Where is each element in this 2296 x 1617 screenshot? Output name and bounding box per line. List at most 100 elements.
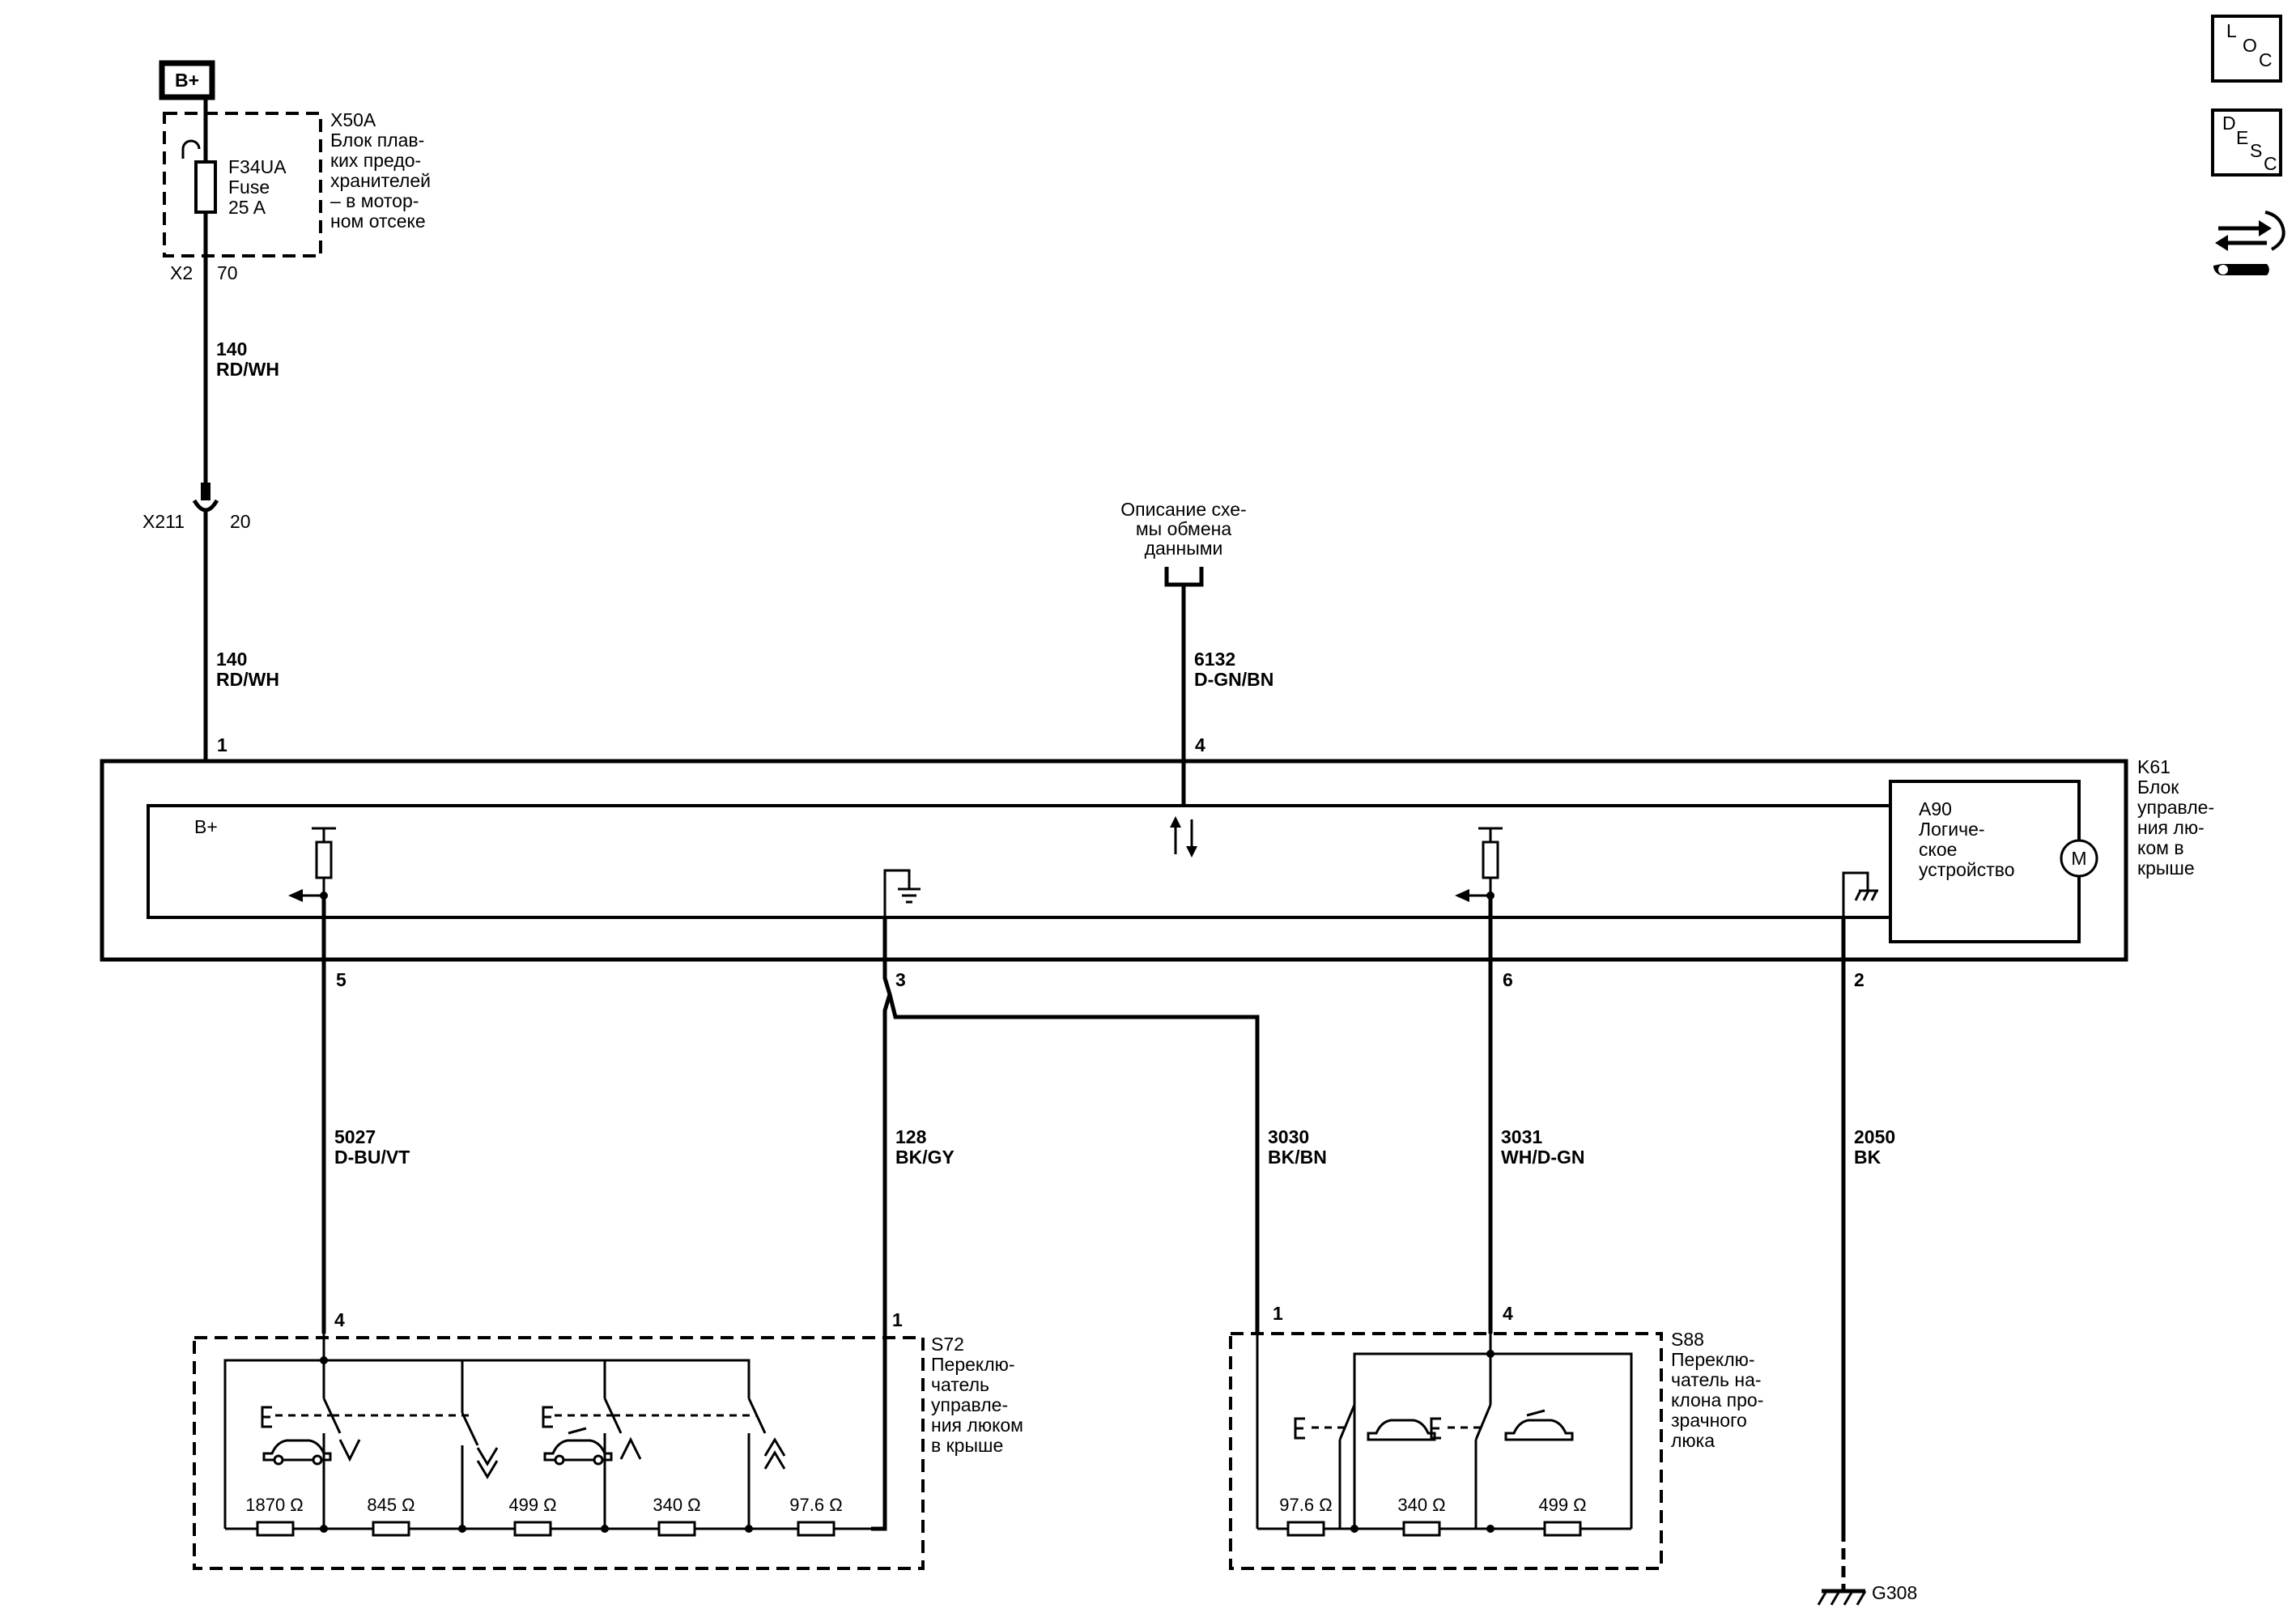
desc-letter-e: E — [2236, 127, 2248, 148]
module-k61-desc-1: Блок — [2137, 777, 2179, 798]
s72-id: S72 — [931, 1334, 964, 1355]
module-k61-desc-3: ния лю- — [2137, 817, 2205, 838]
wire-3030-number: 3030 — [1268, 1126, 1309, 1147]
bidirectional-data-arrow-icon — [1170, 816, 1197, 857]
s72-pin-a: 4 — [334, 1309, 345, 1330]
s72-resistor-label-2: 845 Ω — [367, 1495, 415, 1515]
s72-resistor-label-5: 97.6 Ω — [789, 1495, 842, 1515]
module-k61-desc-2: управле- — [2137, 797, 2214, 818]
fuse-rating: 25 A — [228, 197, 266, 218]
s88-resistor-label-2: 340 Ω — [1397, 1495, 1445, 1515]
s88-resistor-label-3: 499 Ω — [1538, 1495, 1586, 1515]
module-bplus-label: B+ — [194, 816, 218, 837]
module-k61-id: K61 — [2137, 756, 2171, 777]
s72-desc-1: Переклю- — [931, 1354, 1015, 1375]
wire-3031-color: WH/D-GN — [1501, 1147, 1584, 1168]
s88-pin-a: 1 — [1273, 1303, 1283, 1324]
wire-2050-number: 2050 — [1854, 1126, 1895, 1147]
ground-g308: G308 — [1817, 1582, 1917, 1606]
wire-128-color: BK/GY — [895, 1147, 955, 1168]
logic-unit-a90: A90 Логиче- ское устройство M — [1919, 798, 2098, 880]
s72-desc-4: ния люком — [931, 1415, 1023, 1436]
car-vent-icon — [543, 1427, 613, 1466]
desc-button[interactable]: D E S C — [2211, 109, 2282, 177]
connector-repair-icon[interactable] — [2213, 211, 2285, 275]
car-tilt-up-icon — [1504, 1409, 1574, 1441]
signal-ground-pin3-icon — [883, 869, 921, 917]
desc-letter-s: S — [2250, 140, 2262, 161]
connector-x211-pin: 20 — [230, 511, 251, 532]
s88-desc-1: Переклю- — [1671, 1349, 1755, 1370]
open-chevron-icon — [619, 1436, 642, 1460]
fuse-block-desc-1: Блок плав- — [330, 130, 424, 151]
motor-label: M — [2071, 848, 2086, 869]
wire-3030-color: BK/BN — [1268, 1147, 1327, 1168]
loc-letter-l: L — [2226, 20, 2237, 41]
s72-resistor-label-4: 340 Ω — [653, 1495, 700, 1515]
chassis-ground-pin2-icon — [1842, 871, 1878, 917]
data-link-label-3: данными — [1145, 538, 1223, 559]
pullup-resistor-pin5-icon — [288, 827, 336, 902]
fuse-type: Fuse — [228, 177, 270, 198]
pullup-resistor-pin6-icon — [1455, 827, 1503, 902]
fuse-block-connector: X2 — [170, 262, 193, 283]
data-link-label-1: Описание схе- — [1120, 499, 1246, 520]
switch-s72: 4 1 S72 Переклю- чатель управле- ния люк… — [193, 1309, 1023, 1570]
s72-desc-5: в крыше — [931, 1435, 1003, 1456]
module-k61: K61 Блок управле- ния лю- ком в крыше B+… — [100, 734, 2214, 990]
loc-letter-c: C — [2259, 49, 2273, 70]
logic-id: A90 — [1919, 798, 1952, 819]
resistor-499-s88 — [1543, 1521, 1582, 1537]
resistor-97-6-s88 — [1286, 1521, 1325, 1537]
wire-3030: 3030 BK/BN — [887, 994, 1327, 1334]
s72-resistor-label-1: 1870 Ω — [245, 1495, 304, 1515]
fuse-block-desc-3: хранителей — [330, 170, 431, 191]
wire-128-number: 128 — [895, 1126, 927, 1147]
s88-desc-3: клона про- — [1671, 1389, 1763, 1411]
wire-140-number-top: 140 — [216, 338, 247, 360]
module-pin-5: 5 — [336, 969, 347, 990]
s88-desc-4: зрачного — [1671, 1410, 1747, 1431]
resistor-97-6 — [797, 1521, 835, 1537]
resistor-845 — [372, 1521, 410, 1537]
fuse-name: F34UA — [228, 156, 287, 177]
wire-2050-color: BK — [1854, 1147, 1881, 1168]
s88-resistor-label-1: 97.6 Ω — [1279, 1495, 1332, 1515]
fuse-block-id: X50A — [330, 109, 376, 130]
module-pin-3: 3 — [895, 969, 906, 990]
wire-5027-number: 5027 — [334, 1126, 376, 1147]
wire-140-color-top: RD/WH — [216, 359, 279, 380]
wire-140-number-bottom: 140 — [216, 649, 247, 670]
wire-128: 128 BK/GY — [871, 917, 955, 1531]
logic-desc-3: устройство — [1919, 859, 2015, 880]
module-k61-desc-5: крыше — [2137, 857, 2195, 879]
resistor-1870 — [256, 1521, 295, 1537]
fuse-block-desc-4: – в мотор- — [330, 190, 419, 211]
car-open-icon — [262, 1439, 332, 1466]
loc-letter-o: O — [2243, 35, 2257, 56]
wire-3031: 3031 WH/D-GN — [1488, 896, 1584, 1334]
module-k61-desc-4: ком в — [2137, 837, 2184, 858]
resistor-340 — [657, 1521, 696, 1537]
s72-desc-3: управле- — [931, 1394, 1008, 1415]
s88-id: S88 — [1671, 1329, 1704, 1350]
wire-140-color-bottom: RD/WH — [216, 669, 279, 690]
s72-resistor-label-3: 499 Ω — [508, 1495, 556, 1515]
wire-2050: 2050 BK — [1841, 917, 1895, 1591]
fuse-f34ua-symbol — [194, 160, 217, 214]
module-pin-4: 4 — [1195, 734, 1205, 755]
fuse-block-desc-2: ких предо- — [330, 150, 421, 171]
wire-140: 140 RD/WH X211 20 140 RD/WH — [142, 256, 279, 761]
s72-desc-2: чатель — [931, 1374, 989, 1395]
loc-button[interactable]: L O C — [2211, 15, 2282, 83]
motor-icon — [2060, 839, 2098, 878]
bplus-label: B+ — [175, 70, 199, 91]
express-open-chevron-icon — [763, 1437, 786, 1457]
logic-desc-1: Логиче- — [1919, 819, 1985, 840]
wire-3031-number: 3031 — [1501, 1126, 1542, 1147]
desc-letter-c: C — [2264, 153, 2277, 174]
resistor-499 — [513, 1521, 552, 1537]
wire-5027-color: D-BU/VT — [334, 1147, 410, 1168]
data-link-label-2: мы обмена — [1136, 518, 1231, 539]
